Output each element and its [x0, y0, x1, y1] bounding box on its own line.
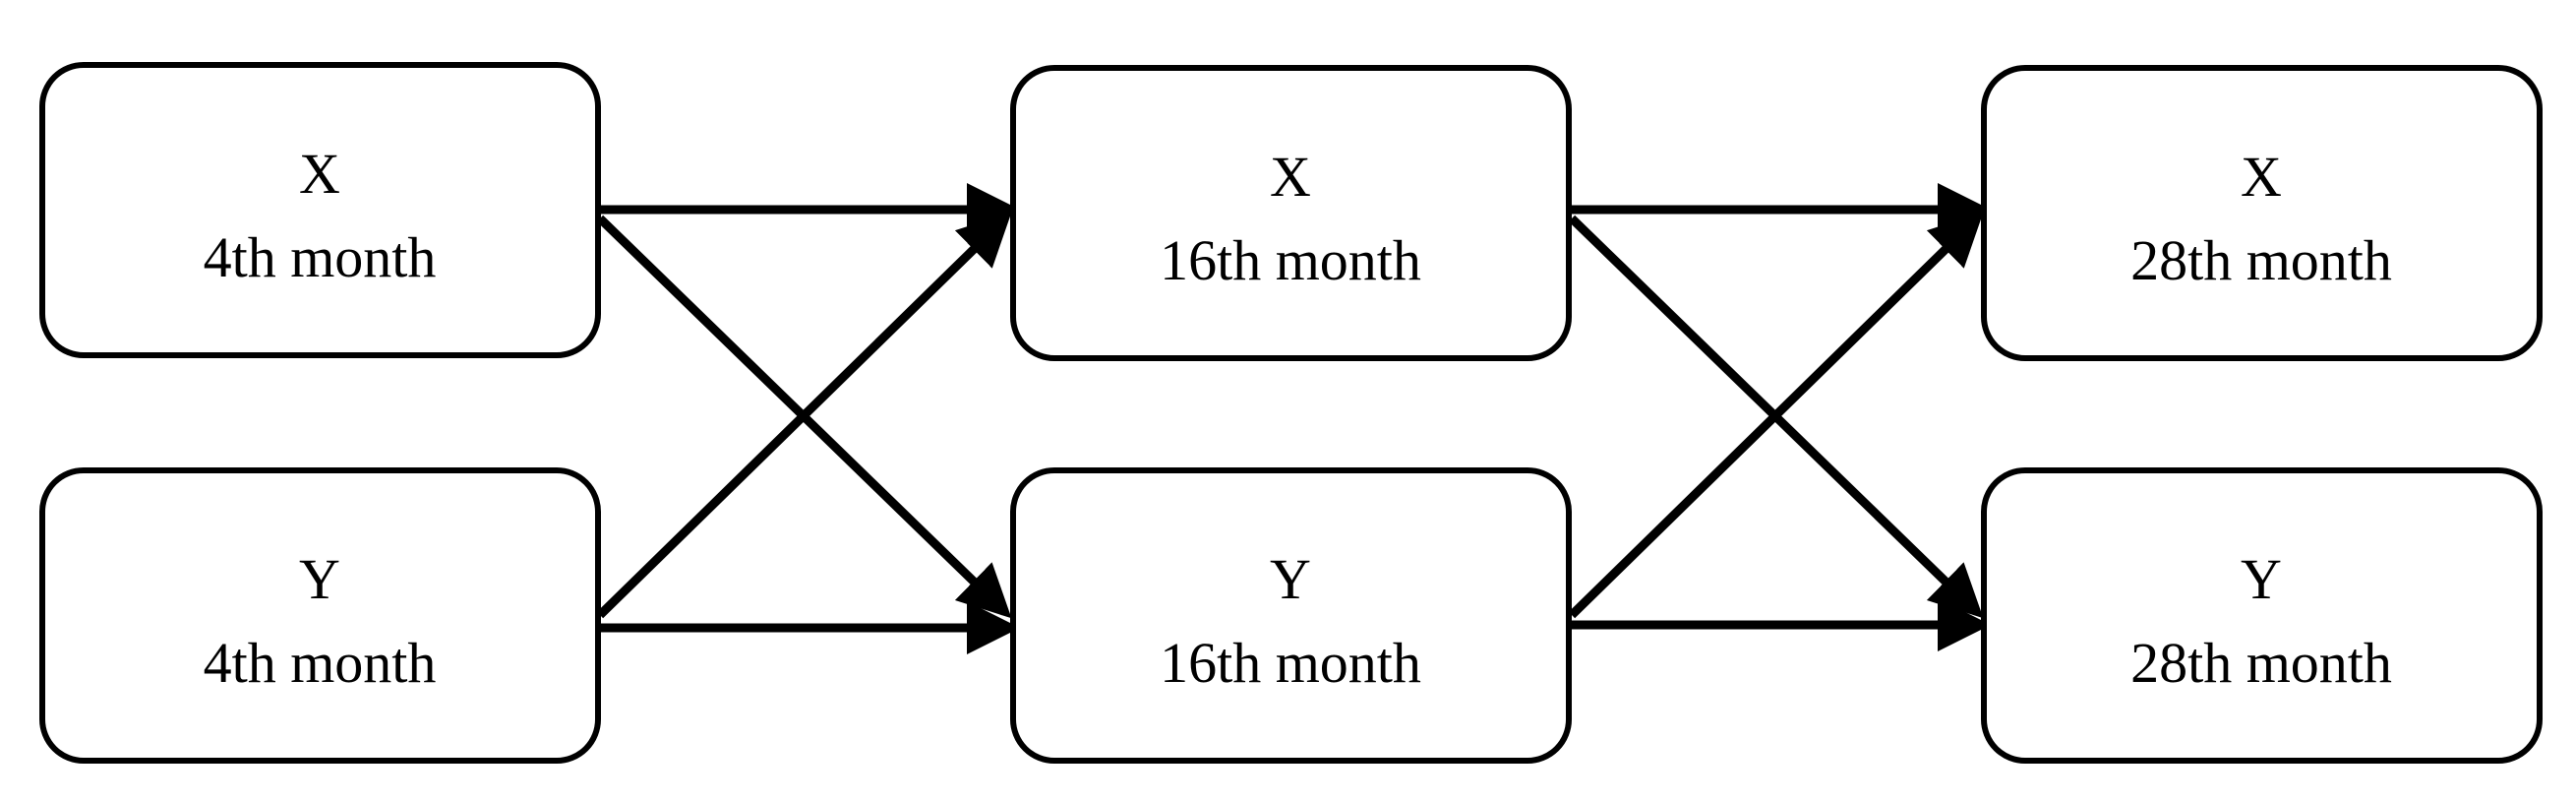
node-y4-variable: Y: [299, 547, 340, 611]
node-x28-variable: X: [2241, 145, 2282, 209]
edge-y16-x28: [1568, 212, 1984, 619]
node-y16-box: [1010, 467, 1572, 764]
node-x4: X 4th month: [39, 62, 601, 358]
node-y4: Y 4th month: [39, 467, 601, 764]
edges: [596, 183, 1991, 654]
node-x28-box: [1981, 65, 2543, 361]
node-y28-time: 28th month: [2130, 631, 2392, 695]
node-x16: X 16th month: [1010, 65, 1572, 361]
node-x4-variable: X: [299, 142, 340, 206]
node-x28: X 28th month: [1981, 65, 2543, 361]
node-x16-box: [1010, 65, 1572, 361]
node-y28: Y 28th month: [1981, 467, 2543, 764]
node-y28-box: [1981, 467, 2543, 764]
node-y4-time: 4th month: [204, 631, 437, 695]
node-y16: Y 16th month: [1010, 467, 1572, 764]
node-y28-variable: Y: [2241, 547, 2282, 611]
node-y16-variable: Y: [1270, 547, 1311, 611]
node-x4-box: [39, 62, 601, 358]
node-y16-time: 16th month: [1160, 631, 1421, 695]
node-x16-time: 16th month: [1160, 228, 1421, 292]
node-y4-box: [39, 467, 601, 764]
node-x4-time: 4th month: [204, 225, 437, 289]
edge-y4-x16: [596, 212, 1012, 619]
node-x16-variable: X: [1270, 145, 1311, 209]
node-x28-time: 28th month: [2130, 228, 2392, 292]
